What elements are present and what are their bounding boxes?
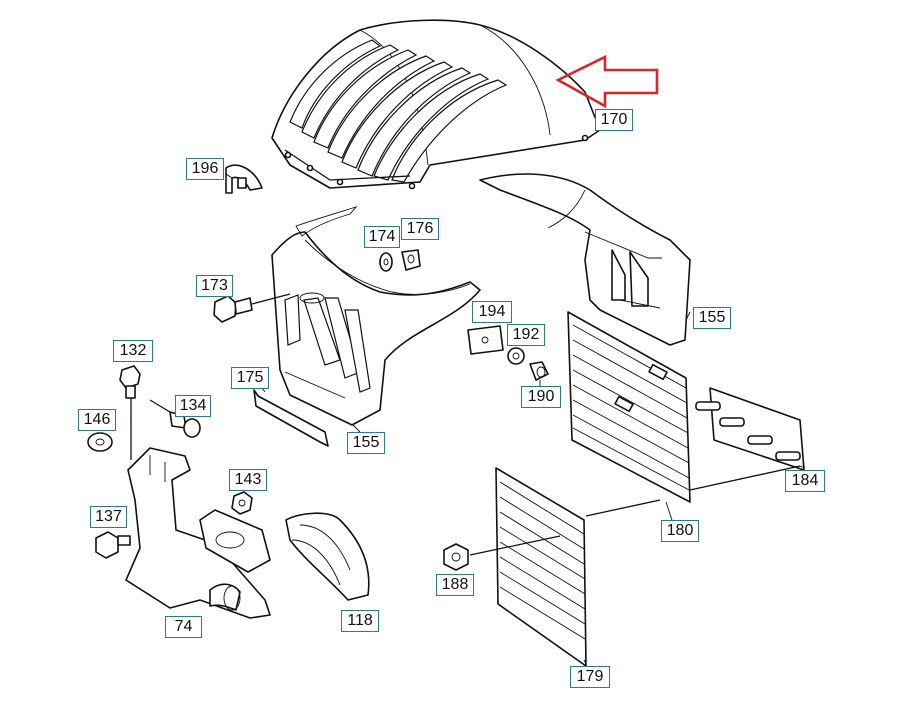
cover-ribs (289, 39, 508, 183)
label-132: 132 (113, 340, 153, 362)
part-155-rear-panel (479, 173, 691, 346)
part-146-washer (87, 432, 113, 452)
part-175-strip (253, 389, 329, 447)
label-184: 184 (785, 470, 825, 492)
part-155-front-panel (271, 206, 481, 426)
label-155-rear: 155 (693, 307, 731, 329)
label-173: 173 (196, 275, 233, 297)
part-118-cover (285, 512, 370, 601)
label-194: 194 (472, 301, 512, 323)
label-137: 137 (90, 506, 127, 528)
label-143: 143 (229, 469, 267, 491)
label-174: 174 (364, 226, 400, 248)
part-192-washer (507, 347, 525, 365)
label-134: 134 (175, 395, 211, 417)
part-132-bolt (119, 365, 141, 460)
label-192: 192 (507, 324, 545, 346)
label-74: 74 (165, 616, 202, 638)
label-179: 179 (570, 666, 610, 688)
part-179-mud-flap (469, 467, 661, 667)
part-74-bracket (125, 447, 271, 619)
label-155-front: 155 (347, 432, 385, 454)
part-176-nut (401, 249, 421, 271)
part-143-nut (231, 491, 253, 515)
label-190: 190 (521, 386, 561, 408)
red-outline-arrow-icon (555, 54, 659, 109)
label-180: 180 (661, 520, 699, 542)
label-118: 118 (341, 610, 379, 632)
part-174-washer (379, 252, 393, 272)
part-180-mud-flap (567, 311, 691, 503)
part-170-fender-cover (271, 19, 601, 190)
label-188: 188 (436, 574, 474, 596)
part-188-nut (443, 543, 469, 571)
part-137-bolt (95, 531, 131, 559)
part-194-plate (467, 325, 504, 355)
label-146: 146 (78, 409, 116, 431)
label-175: 175 (231, 367, 269, 389)
part-190-bushing (529, 361, 549, 381)
label-196: 196 (186, 158, 224, 180)
part-196-clip (225, 164, 263, 194)
label-170: 170 (595, 109, 633, 131)
label-176: 176 (401, 218, 439, 240)
